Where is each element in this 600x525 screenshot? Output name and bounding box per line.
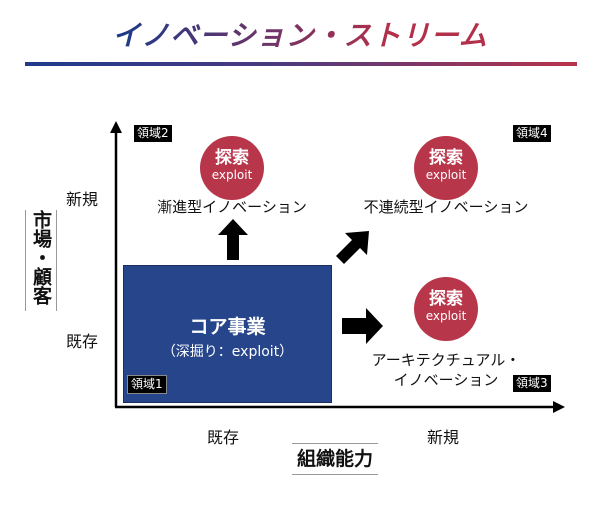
explore-badge: 探索 exploit — [414, 136, 478, 200]
arrow-right-icon — [342, 308, 383, 344]
badge-sub: exploit — [425, 309, 467, 323]
title-divider — [25, 62, 577, 66]
discontinuous-innovation-label: 不連続型イノベーション — [363, 198, 529, 216]
badge-main: 探索 — [429, 148, 463, 168]
region-3-tag: 領域3 — [513, 375, 551, 392]
explore-badge: 探索 exploit — [200, 136, 264, 200]
x-axis — [115, 401, 565, 413]
y-tick-new: 新規 — [66, 190, 99, 209]
badge-main: 探索 — [215, 148, 249, 168]
page-title: イノベーション・ストリーム — [0, 14, 600, 54]
incremental-innovation-label: 漸進型イノベーション — [157, 198, 307, 216]
y-tick-existing: 既存 — [66, 332, 99, 351]
label-line-1: アーキテクチュアル・ — [371, 351, 521, 369]
y-axis-title-text: 市場・顧客 — [30, 210, 52, 305]
x-tick-existing: 既存 — [207, 428, 240, 447]
badge-sub: exploit — [211, 168, 253, 182]
label-line-2: イノベーション — [393, 371, 499, 389]
region-4-tag: 領域4 — [513, 125, 551, 142]
explore-badge: 探索 exploit — [414, 277, 478, 341]
x-axis-title: 組織能力 — [292, 443, 378, 475]
arrow-diagonal-icon — [336, 231, 369, 264]
badge-main: 探索 — [429, 289, 463, 309]
arrow-up-icon — [218, 219, 248, 260]
y-axis-title: 市場・顧客 — [25, 210, 57, 311]
region-2-tag: 領域2 — [134, 125, 172, 142]
x-tick-new: 新規 — [427, 428, 460, 447]
core-title: コア事業 — [189, 316, 266, 338]
y-axis — [110, 121, 122, 407]
region-1-tag: 領域1 — [127, 375, 167, 394]
badge-sub: exploit — [425, 168, 467, 182]
core-subtitle: （深掘り：exploit） — [161, 344, 294, 360]
architectural-innovation-label: アーキテクチュアル・ イノベーション — [346, 350, 546, 390]
